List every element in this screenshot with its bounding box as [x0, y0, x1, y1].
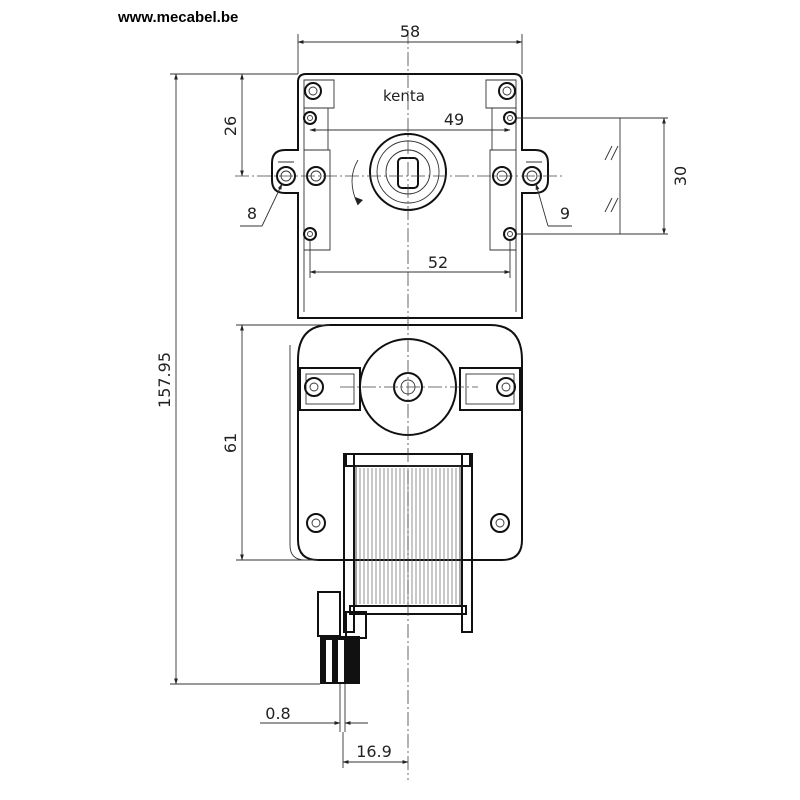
website-label: www.mecabel.be: [117, 9, 238, 26]
dim-terminal-thickness: 0.8: [265, 704, 290, 723]
gearbox-housing: [271, 73, 549, 319]
dim-total-width: 58: [400, 22, 420, 41]
dim-total-height: 157.95: [155, 352, 174, 408]
dim-coil-height: 61: [221, 433, 240, 453]
terminal-connector: [317, 591, 367, 684]
dim-terminal-offset: 16.9: [356, 742, 392, 761]
mounting-holes: [276, 82, 542, 241]
dim-mount-height: 30: [671, 166, 690, 186]
motor-frame: [289, 324, 523, 561]
dimension-lines: [170, 34, 668, 768]
dim-hole-spacing-bottom: 52: [428, 253, 448, 272]
dim-hole-spacing-top: 49: [444, 110, 464, 129]
dim-left-hole-diameter: 8: [247, 204, 257, 223]
brand-label: kenta: [383, 87, 425, 105]
dim-mount-offset: 26: [221, 116, 240, 136]
center-lines: [235, 30, 565, 780]
output-shaft: [351, 133, 447, 211]
dim-right-hole-diameter: 9: [560, 204, 570, 223]
